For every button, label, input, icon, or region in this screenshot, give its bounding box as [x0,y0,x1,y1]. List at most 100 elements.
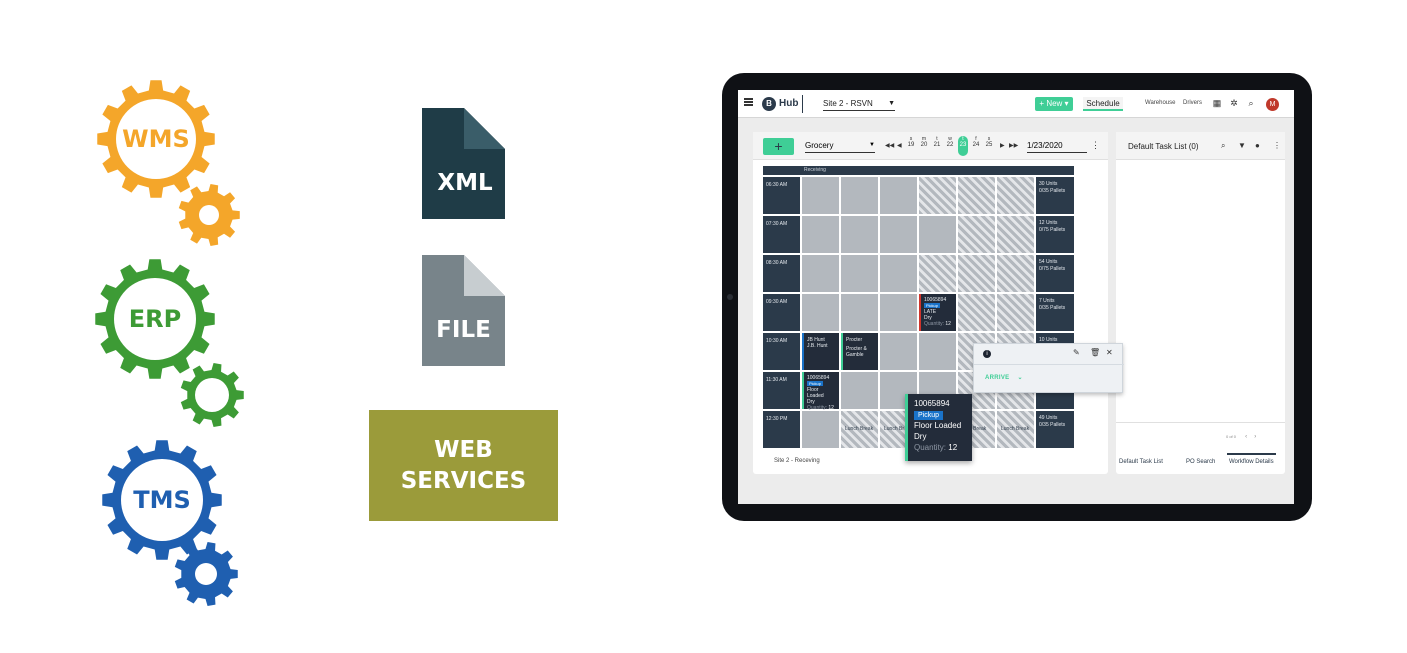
gear-icon[interactable]: ✲ [1230,98,1238,108]
gear-hole [116,99,196,179]
appointment-pickup[interactable]: 10065894 Pickup Floor Loaded Dry Quantit… [802,372,839,411]
tab-schedule[interactable]: Schedule [1083,97,1123,111]
filter-icon[interactable]: ▼ [1238,141,1246,150]
schedule-slot[interactable] [841,372,878,409]
nav-warehouse[interactable]: Warehouse [1145,100,1176,106]
chevron-left-icon[interactable]: ‹ [1245,434,1248,440]
schedule-slot[interactable] [880,294,917,331]
caret-down-icon: ▼ [888,100,895,107]
avatar[interactable]: M [1266,98,1279,111]
schedule-slot-blocked [997,177,1034,214]
schedule-slot[interactable] [880,255,917,292]
erp-label: ERP [128,305,182,333]
schedule-slot-blocked [919,177,956,214]
schedule-slot[interactable] [802,177,839,214]
xml-file-icon [422,108,505,219]
lunch-break-label: h Break [969,426,987,432]
gear-hole [195,563,217,585]
add-appointment-button[interactable]: + [763,138,794,155]
user-icon[interactable]: ● [1255,141,1260,150]
task-pager: 0 of 0 ‹ › [1226,434,1257,440]
task-list-divider [1116,422,1285,423]
close-icon[interactable]: ✕ [1106,348,1113,357]
generic-file-icon [422,255,505,366]
apps-grid-icon[interactable]: ▦ [1212,98,1222,108]
search-icon[interactable]: ⌕ [1221,141,1226,150]
new-button[interactable]: + New ▾ [1035,97,1073,111]
date-field[interactable]: 1/23/2020 [1027,141,1087,153]
info-icon[interactable]: i [983,350,991,358]
next-day-icon[interactable]: ▶ [1000,143,1005,149]
tms-gear-icon [102,440,222,560]
gear-hole [114,278,196,360]
schedule-slot[interactable] [880,177,917,214]
schedule-slot[interactable] [841,294,878,331]
file-label: FILE [436,317,491,343]
schedule-slot[interactable] [880,216,917,253]
schedule-slot-blocked [919,255,956,292]
appointment-jbhunt[interactable]: JB Hunt J.B. Hunt [802,333,839,370]
schedule-slot-blocked [958,216,995,253]
erp-small-gear-icon [180,363,244,427]
more-options-icon[interactable]: ⋮ [1091,140,1100,150]
trash-icon[interactable]: 🗑 [1090,348,1101,357]
appointment-procter[interactable]: Procter Procter & Gamble [841,333,878,370]
last-week-icon[interactable]: ▶▶ [1009,143,1019,149]
prev-day-icon[interactable]: ◀ [897,143,902,149]
hamburger-menu-icon[interactable] [744,98,753,106]
logo-divider [802,95,803,113]
gear-hole [195,378,229,412]
tab-default-task-list[interactable]: Default Task List [1119,459,1163,465]
nav-drivers[interactable]: Drivers [1183,100,1202,106]
search-icon[interactable]: ⌕ [1248,98,1254,108]
schedule-slot[interactable] [802,411,839,448]
appointment-late[interactable]: 10065894 Pickup LATE Dry Quantity: 12 [919,294,956,331]
schedule-slot-blocked [958,294,995,331]
site-select[interactable]: Site 2 - RSVN ▼ [823,99,895,111]
schedule-slot[interactable] [841,255,878,292]
edit-icon[interactable]: ✎ [1073,348,1080,357]
schedule-slot[interactable] [802,216,839,253]
schedule-slot[interactable] [802,294,839,331]
schedule-slot-lunch [997,411,1034,448]
wms-gear-icon [97,80,215,198]
task-tabs: Default Task List PO Search Workflow Det… [1116,453,1291,470]
tab-po-search[interactable]: PO Search [1186,459,1216,465]
schedule-slot[interactable] [841,177,878,214]
logo-text: Hub [779,98,799,109]
task-list-panel: Default Task List (0) ⌕ ▼ ● ⋮ 0 of 0 ‹ › [1116,132,1285,474]
schedule-slot[interactable] [919,333,956,370]
tms-label: TMS [133,486,191,514]
schedule-slot[interactable] [919,216,956,253]
task-list-title: Default Task List (0) [1128,142,1199,151]
appointment-tooltip: 10065894 Pickup Floor Loaded Dry Quantit… [905,394,972,461]
schedule-slot[interactable] [880,333,917,370]
arrive-action[interactable]: ARRIVE ⌄ [985,375,1023,381]
tab-workflow-details[interactable]: Workflow Details [1227,453,1276,465]
chevron-right-icon[interactable]: › [1254,434,1257,440]
schedule-slot[interactable] [802,255,839,292]
more-options-icon[interactable]: ⋮ [1273,141,1281,150]
schedule-slot-blocked [958,255,995,292]
time-slot: 10:30 AM [763,333,800,370]
first-week-icon[interactable]: ◀◀ [885,143,895,149]
time-slot: 09:30 AM [763,294,800,331]
category-select[interactable]: Grocery ▼ [805,141,875,153]
lunch-break-label: Lunch Break [845,426,874,432]
time-slot: 07:30 AM [763,216,800,253]
chevron-down-icon: ⌄ [1017,375,1023,381]
schedule-slot-blocked [997,216,1034,253]
schedule-slot[interactable] [841,216,878,253]
task-list-header: Default Task List (0) ⌕ ▼ ● ⋮ [1116,132,1285,160]
